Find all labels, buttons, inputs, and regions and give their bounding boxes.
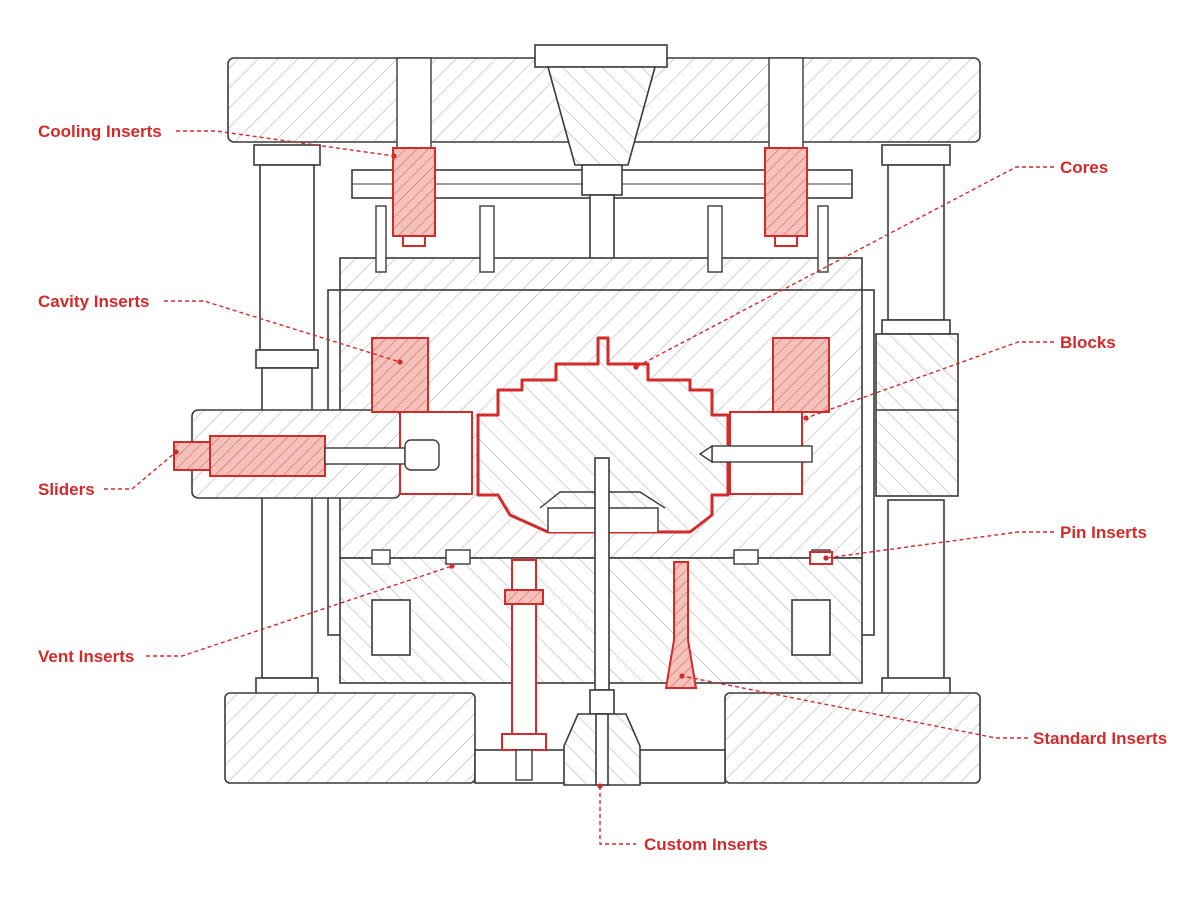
- endpoint-custom: [597, 783, 603, 789]
- leader-standard-inserts: [681, 675, 1028, 739]
- vent-insert: [501, 559, 547, 781]
- pin-insert-marker: [809, 551, 833, 565]
- custom-insert: [563, 689, 641, 786]
- endpoint-vent: [449, 563, 455, 569]
- label-cavity-inserts: Cavity Inserts: [38, 292, 150, 311]
- label-blocks: Blocks: [1060, 333, 1116, 352]
- guide-pillar-right: [881, 144, 951, 695]
- label-cores: Cores: [1060, 158, 1108, 177]
- cavity-insert-left: [371, 337, 429, 413]
- cooling-insert-left: [392, 57, 436, 247]
- leader-sliders: [104, 451, 177, 490]
- label-cooling-inserts: Cooling Inserts: [38, 122, 162, 141]
- endpoint-cooling: [391, 153, 397, 159]
- slider-right-pin: [698, 444, 813, 464]
- label-custom-inserts: Custom Inserts: [644, 835, 768, 854]
- label-sliders: Sliders: [38, 480, 95, 499]
- leader-endpoints: [173, 153, 829, 789]
- ejector-pin-center: [594, 457, 610, 691]
- label-pin-inserts: Pin Inserts: [1060, 523, 1147, 542]
- leader-cavity-inserts: [164, 300, 401, 363]
- cooling-insert-right: [764, 57, 808, 247]
- endpoint-pin: [823, 555, 829, 561]
- leader-blocks: [805, 341, 1054, 419]
- callout-labels: Cooling Inserts Cavity Inserts Sliders V…: [38, 122, 1167, 854]
- endpoint-sliders: [173, 449, 179, 455]
- locator-blocks: [371, 205, 831, 565]
- bottom-clamp-plate: [224, 692, 981, 784]
- standard-insert: [664, 561, 698, 689]
- leader-cores: [635, 166, 1054, 368]
- leader-lines: [104, 130, 1054, 845]
- slider-left: [173, 435, 440, 477]
- label-vent-inserts: Vent Inserts: [38, 647, 134, 666]
- leader-vent-inserts: [146, 565, 453, 657]
- leader-custom-inserts: [599, 786, 636, 845]
- endpoint-cores: [633, 364, 639, 370]
- label-standard-inserts: Standard Inserts: [1033, 729, 1167, 748]
- endpoint-cavity: [397, 359, 403, 365]
- leader-pin-inserts: [825, 531, 1054, 559]
- right-side-block: [875, 333, 959, 497]
- endpoint-standard: [679, 673, 685, 679]
- cavity-insert-right: [772, 337, 830, 413]
- endpoint-blocks: [803, 415, 809, 421]
